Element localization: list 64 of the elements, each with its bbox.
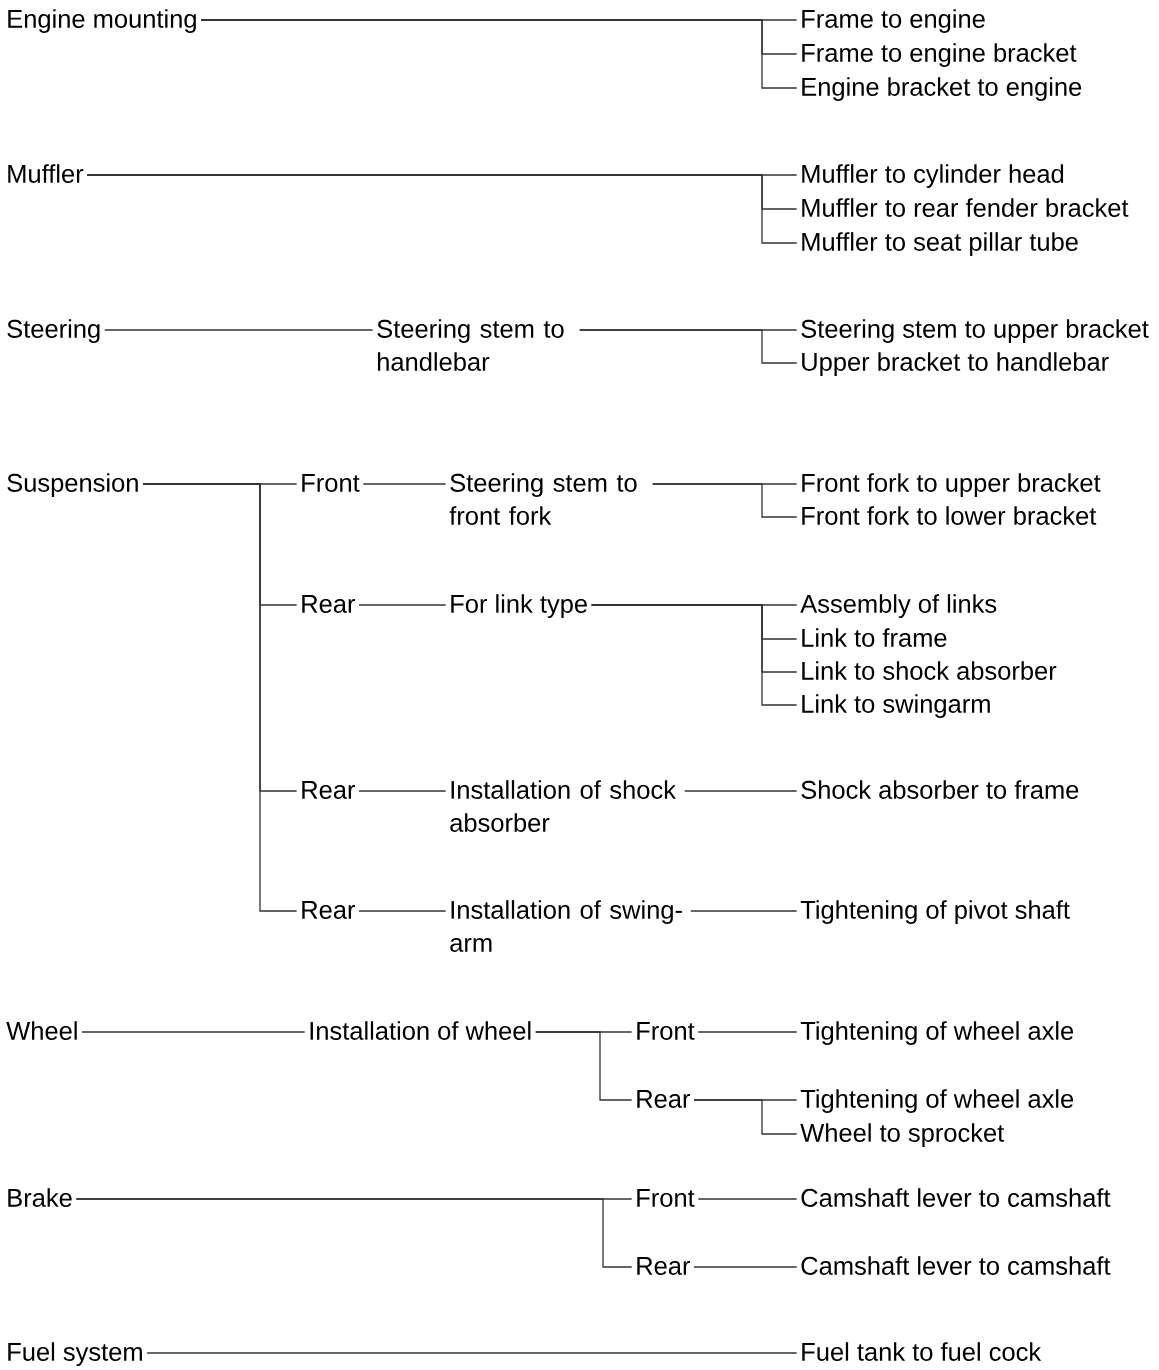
category-label: Muffler bbox=[8, 164, 84, 183]
connector-line bbox=[147, 1352, 797, 1354]
item-label: Frame to engine bbox=[802, 9, 985, 33]
item-label: Tightening of wheel axle bbox=[800, 1089, 1074, 1113]
connector-line bbox=[359, 604, 446, 606]
item-label: Steering stem to upper bracket bbox=[801, 319, 1149, 343]
connector-line bbox=[698, 1198, 797, 1200]
subgroup-label: Rear bbox=[302, 595, 356, 613]
item-label: Link to swingarm bbox=[802, 694, 990, 718]
connector-line bbox=[359, 790, 446, 792]
category-label: Brake bbox=[8, 1188, 72, 1207]
connector-line bbox=[76, 1198, 632, 1268]
connector-line bbox=[82, 1031, 305, 1033]
item-label: Frame to engine bracket bbox=[802, 43, 1077, 67]
connector-line bbox=[698, 1031, 797, 1033]
item-label: Engine bracket to engine bbox=[802, 77, 1082, 101]
item-label: Wheel to sprocket bbox=[800, 1123, 1005, 1147]
subgroup-label: Steering stem to front fork bbox=[449, 473, 637, 525]
subgroup-label: For link type bbox=[451, 594, 587, 618]
category-label: Suspension bbox=[7, 473, 138, 497]
connector-line bbox=[104, 329, 373, 331]
subgroup-label: Front bbox=[637, 1189, 695, 1207]
item-label: Fuel tank to fuel cock bbox=[802, 1342, 1042, 1361]
connector-line bbox=[694, 1099, 797, 1135]
subgroup-label: Rear bbox=[637, 1090, 691, 1108]
item-label: Upper bracket to handlebar bbox=[802, 352, 1109, 376]
subgroup-label: Rear bbox=[637, 1257, 691, 1275]
item-label: Camshaft lever to camshaft bbox=[801, 1188, 1111, 1207]
subgroup-label: Rear bbox=[302, 901, 356, 919]
item-label: Assembly of links bbox=[800, 594, 997, 618]
item-label: Tightening of wheel axle bbox=[800, 1021, 1074, 1045]
category-label: Steering bbox=[7, 319, 100, 343]
connector-line bbox=[652, 483, 797, 518]
subgroup-label: Installation of shock absorber bbox=[450, 780, 676, 832]
connector-line bbox=[201, 19, 797, 89]
category-label: Wheel bbox=[6, 1021, 77, 1040]
item-label: Link to frame bbox=[802, 628, 947, 647]
connector-line bbox=[579, 329, 797, 364]
connector-line bbox=[684, 790, 797, 792]
subgroup-label: Rear bbox=[302, 781, 356, 799]
connector-line bbox=[87, 174, 797, 244]
subgroup-label: Front bbox=[637, 1022, 695, 1040]
category-label: Fuel system bbox=[8, 1342, 142, 1366]
connector-line bbox=[535, 1031, 632, 1101]
item-label: Link to shock absorber bbox=[802, 661, 1057, 680]
item-label: Shock absorber to frame bbox=[801, 780, 1079, 799]
item-label: Muffler to rear fender bracket bbox=[802, 198, 1129, 217]
connector-line bbox=[143, 483, 297, 912]
connector-line bbox=[694, 1266, 797, 1268]
connector-line bbox=[690, 910, 797, 912]
connector-line bbox=[363, 483, 446, 485]
connector-line bbox=[359, 910, 446, 912]
subgroup-label: Installation of wheel bbox=[310, 1021, 531, 1040]
item-label: Front fork to upper bracket bbox=[802, 473, 1101, 497]
item-label: Front fork to lower bracket bbox=[802, 506, 1097, 525]
subgroup-label: Steering stem to handlebar bbox=[377, 319, 564, 371]
subgroup-label: Installation of swing-arm bbox=[450, 900, 682, 952]
connector-line bbox=[591, 604, 797, 706]
subgroup-label: Front bbox=[302, 474, 360, 492]
item-label: Camshaft lever to camshaft bbox=[801, 1256, 1111, 1275]
item-label: Muffler to seat pillar tube bbox=[802, 232, 1078, 256]
item-label: Muffler to cylinder head bbox=[802, 164, 1064, 188]
item-label: Tightening of pivot shaft bbox=[800, 900, 1070, 924]
category-label: Engine mounting bbox=[8, 9, 196, 33]
